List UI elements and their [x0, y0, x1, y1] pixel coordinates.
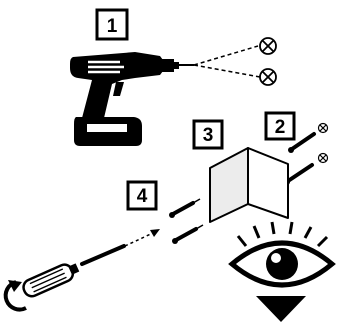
bracket-icon	[210, 148, 288, 222]
insertion-arrow	[125, 229, 160, 246]
step-1-box: 1	[97, 10, 127, 39]
step-4-number: 4	[137, 186, 148, 207]
screwdriver-icon	[21, 246, 124, 299]
down-arrow-icon	[256, 296, 306, 322]
screw-icon	[169, 199, 203, 244]
step-4-box: 4	[128, 182, 156, 209]
step-3-box: 3	[194, 121, 222, 148]
drill-icon	[70, 52, 194, 146]
wall-markers	[319, 124, 328, 163]
step-2-number: 2	[275, 117, 286, 138]
step-3-number: 3	[203, 125, 214, 146]
step-2-box: 2	[266, 113, 294, 139]
step-1-number: 1	[107, 16, 118, 37]
drill-bit-cross-icon	[260, 38, 276, 85]
drill-guide-lines	[194, 46, 260, 77]
eye-icon	[232, 222, 332, 285]
